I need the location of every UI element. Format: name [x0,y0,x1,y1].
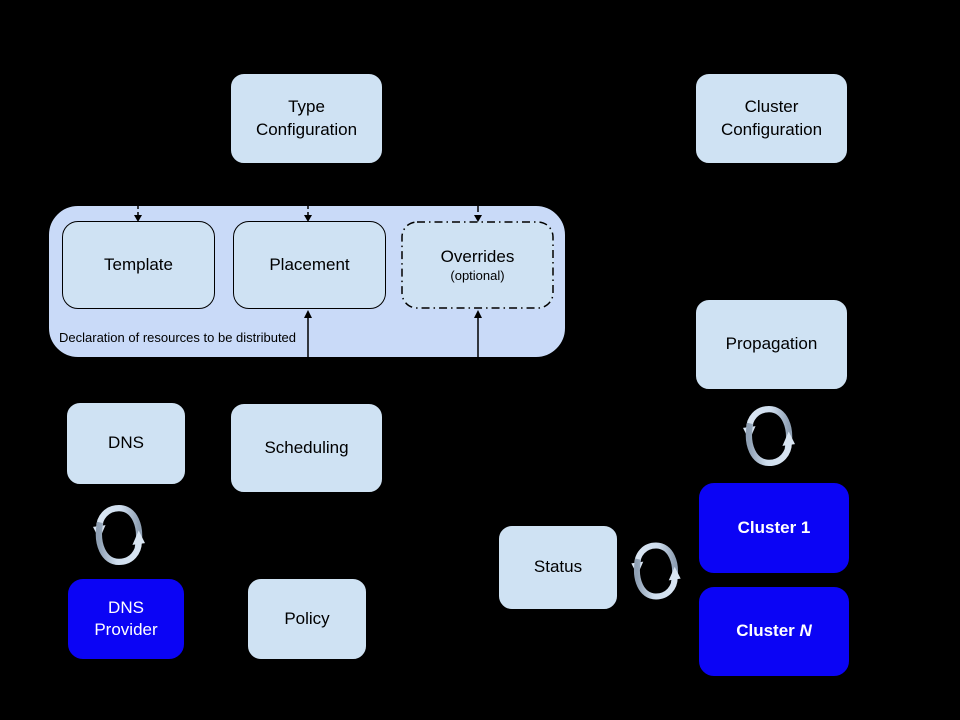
node-label: Configuration [720,119,823,139]
node-label: Status [533,557,583,577]
resource-declaration-group: Template Placement Overrides (optional) … [48,205,566,359]
node-label: Type [288,97,325,117]
node-cluster-configuration: Cluster Configuration [695,73,848,164]
node-scheduling: Scheduling [230,403,383,493]
group-caption: Declaration of resources to be distribut… [59,330,297,345]
node-label: Cluster [744,97,799,117]
node-label: Scheduling [264,437,349,457]
node-label: DNS [108,433,144,453]
node-overrides: Overrides (optional) [401,221,554,309]
node-label-prefix: Cluster [736,621,800,641]
sync-icon [93,498,145,572]
node-label: Placement [269,254,350,274]
node-label: Configuration [255,119,358,139]
node-label: Provider [94,620,158,639]
node-type-configuration: Type Configuration [230,73,383,164]
node-sublabel: (optional) [450,267,505,283]
node-label: Overrides [440,247,515,267]
node-propagation: Propagation [695,299,848,390]
node-label: Policy [284,608,330,628]
node-cluster-n: Cluster N [698,586,850,677]
node-label: Cluster 1 [737,517,811,537]
node-cluster-1: Cluster 1 [698,482,850,574]
sync-icon [743,400,795,472]
node-label: Cluster N [736,620,812,642]
node-label: DNS [108,597,144,617]
node-policy: Policy [247,578,367,660]
node-label: Template [104,254,173,274]
node-status: Status [498,525,618,610]
node-placement: Placement [233,221,386,309]
node-label-italic: N [799,621,812,641]
node-label: Propagation [725,334,818,354]
node-dns: DNS [66,402,186,485]
node-dns-provider: DNS Provider [67,578,185,660]
sync-icon [630,537,682,605]
node-template: Template [62,221,215,309]
